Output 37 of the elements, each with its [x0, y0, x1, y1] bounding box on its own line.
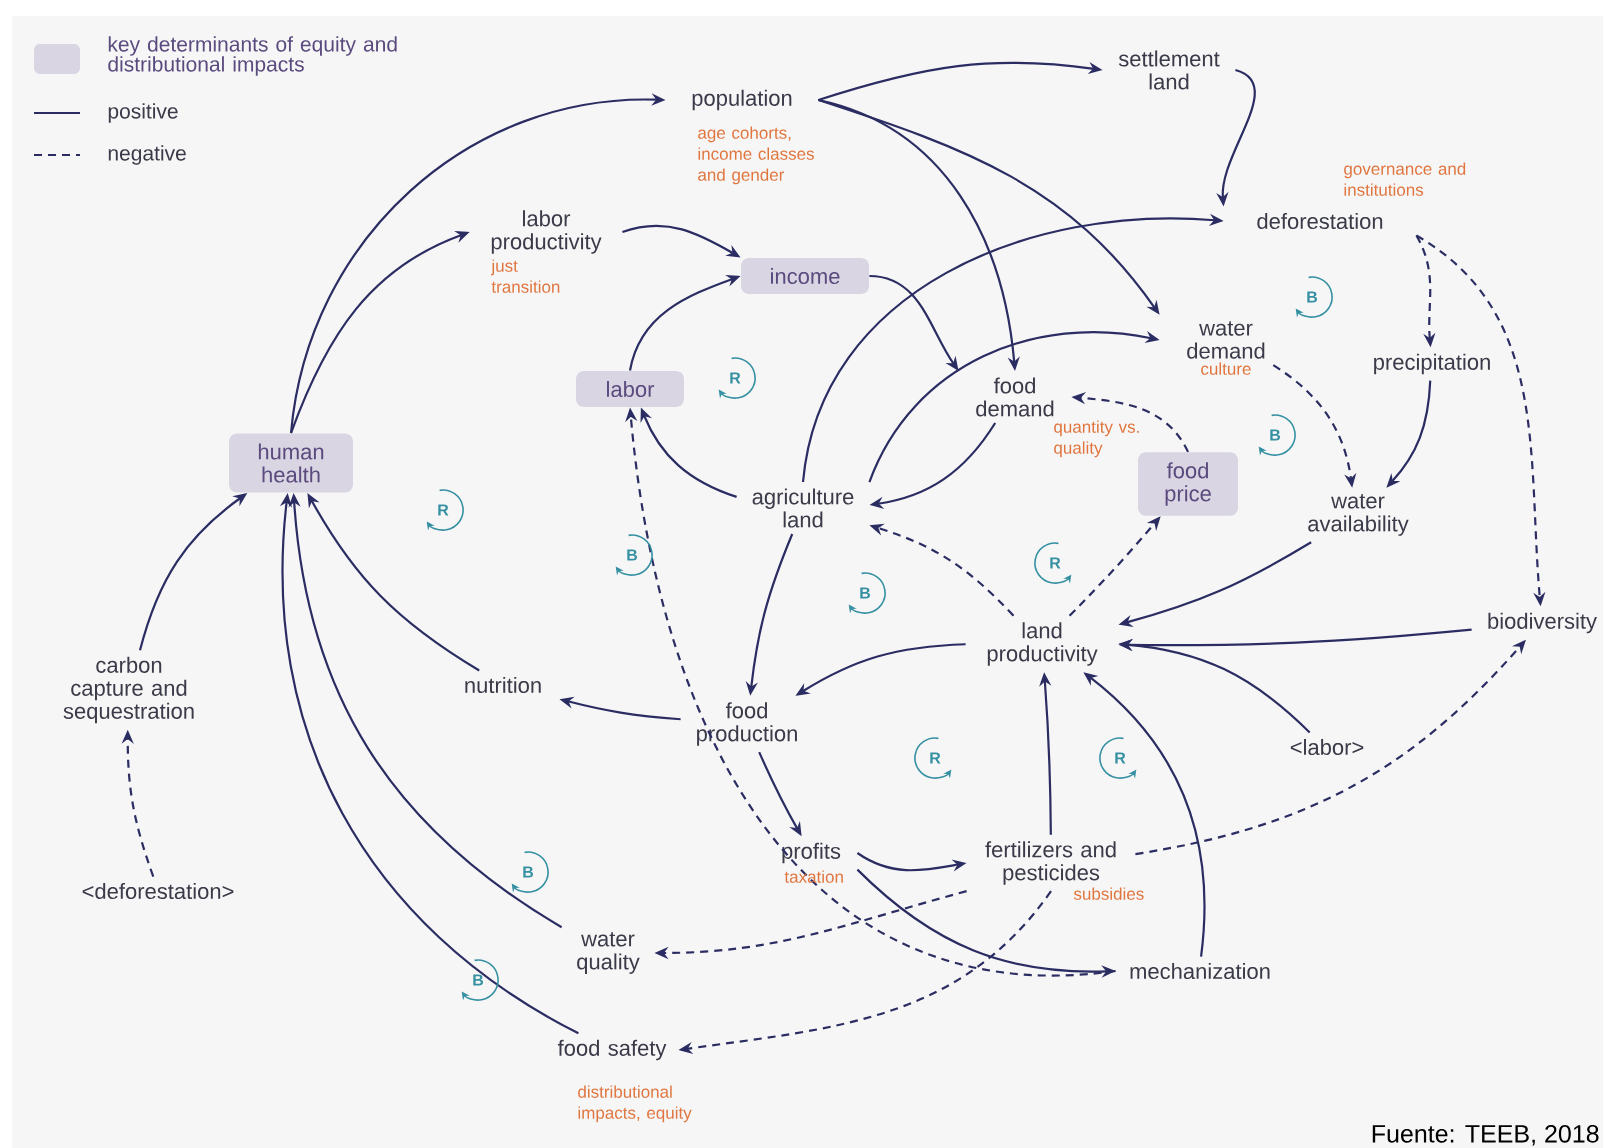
- note-text: age cohorts, income classes and gender: [698, 126, 814, 185]
- caption: Fuente: TEEB, 2018: [1372, 1124, 1599, 1146]
- variable-label: settlement land: [1118, 50, 1220, 90]
- legend-text: negative: [108, 145, 186, 165]
- note-text: distributional impacts, equity: [578, 1085, 692, 1123]
- key-determinant-box: labor: [576, 370, 684, 408]
- variable-label: nutrition: [465, 676, 541, 694]
- variable-label: precipitation: [1374, 353, 1490, 375]
- variable-label: labor productivity: [491, 210, 602, 254]
- legend-text: positive: [108, 103, 178, 123]
- variable-label: food safety: [557, 1039, 667, 1061]
- note-text: just transition: [491, 259, 560, 293]
- legend-text: key determinants of equity and distributional impacts: [108, 36, 397, 76]
- variable-label: carbon capture and sequestration: [63, 656, 194, 724]
- variable-label: deforestation: [1257, 212, 1383, 230]
- variable-label: mechanization: [1130, 962, 1270, 980]
- variable-label: agriculture land: [752, 488, 854, 528]
- variable-label: water availability: [1308, 494, 1409, 536]
- note-text: governance and institutions: [1344, 162, 1466, 196]
- key-determinant-box: income: [741, 257, 869, 295]
- variable-label: profits: [782, 842, 841, 864]
- variable-label: <deforestation>: [82, 882, 234, 900]
- variable-label: food demand: [976, 377, 1054, 417]
- note-text: culture: [1201, 362, 1251, 375]
- variable-label: biodiversity: [1488, 612, 1597, 634]
- variable-label: water quality: [577, 932, 640, 974]
- variable-label: population: [692, 89, 792, 111]
- variable-label: water demand: [1187, 321, 1265, 359]
- variable-label: fertilizers and pesticides: [985, 841, 1116, 885]
- note-text: taxation: [784, 870, 843, 883]
- key-determinant-box: food price: [1138, 452, 1238, 516]
- note-text: subsidies: [1073, 887, 1144, 900]
- variable-label: land productivity: [987, 622, 1098, 666]
- note-text: quantity vs. quality: [1054, 420, 1139, 458]
- variable-label: <labor>: [1290, 738, 1364, 756]
- variable-label: food production: [697, 702, 797, 746]
- key-determinant-box: human health: [229, 433, 353, 493]
